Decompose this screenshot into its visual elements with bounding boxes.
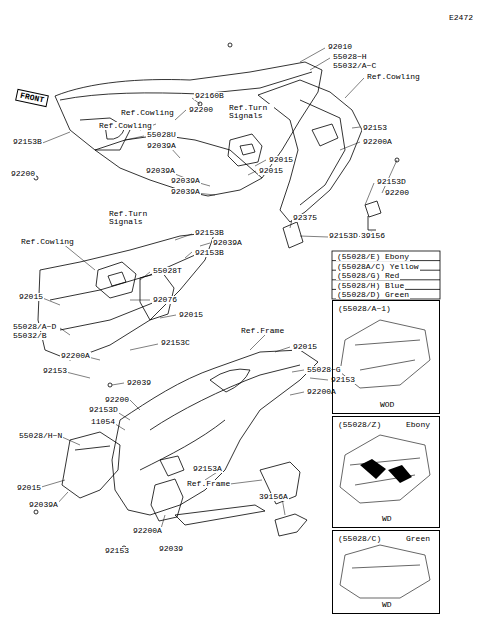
callout-number: 39156: [360, 232, 386, 240]
callout-number: 92015: [16, 484, 42, 492]
callout-number: 92153: [104, 547, 130, 555]
callout-number: 39156A: [258, 493, 289, 501]
part-code: Ebony: [405, 421, 431, 429]
callout-number: 92015: [292, 343, 318, 351]
callout-number: 92200: [10, 170, 36, 178]
callout-number: 92200: [104, 396, 130, 404]
callout-number: 92039: [158, 545, 184, 553]
part-code: (55028/C): [337, 535, 382, 543]
variant-code: WOD: [379, 401, 395, 409]
callout-number: 92076: [152, 296, 178, 304]
callout-number: 55028/A~D: [12, 323, 57, 331]
callout-number: 55032/B: [12, 332, 48, 340]
callout-number: 92010: [327, 43, 353, 51]
part-code: (55028/Z): [337, 421, 382, 429]
callout-number: E2472: [448, 14, 474, 22]
callout-number: 92015: [268, 156, 294, 164]
callout-number: 92015: [178, 311, 204, 319]
callout-number: 92153: [42, 367, 68, 375]
color-table-cell: (55028A/C) Yellow: [336, 263, 420, 271]
reference-note: Ref.Turn Signals: [108, 210, 154, 226]
reference-note: Ref.Frame: [186, 480, 231, 488]
variant-panel: (55028/Z) EbonyWD: [332, 416, 440, 528]
callout-number: 92153: [362, 124, 388, 132]
callout-number: 92039A: [28, 501, 59, 509]
reference-note: Ref.Cowling: [120, 109, 175, 117]
callout-number: 92200: [384, 189, 410, 197]
callout-number: 92039A: [170, 188, 201, 196]
callout-number: 92153D: [88, 406, 119, 414]
callout-number: 92153D: [376, 178, 407, 186]
callout-number: 55028~H: [332, 53, 368, 61]
callout-number: 92160B: [194, 92, 225, 100]
part-code: Green: [405, 535, 431, 543]
callout-number: 92153B: [194, 229, 225, 237]
callout-number: 11054: [90, 418, 116, 426]
callout-number: 92375: [292, 214, 318, 222]
reference-note: Ref.Cowling: [98, 122, 153, 130]
callout-number: 92039A: [170, 177, 201, 185]
callout-number: 55028U: [146, 131, 177, 139]
variant-panel: (55028/A~1) WOD: [332, 300, 440, 414]
callout-number: 92200: [188, 106, 214, 114]
callout-number: 92153B: [12, 138, 43, 146]
callout-number: 92200A: [362, 138, 393, 146]
callout-number: 92015: [258, 167, 284, 175]
callout-number: 92039A: [146, 142, 177, 150]
reference-note: Ref.Cowling: [366, 73, 421, 81]
variant-code: WD: [381, 601, 393, 609]
callout-number: 92039A: [212, 239, 243, 247]
callout-number: 92015: [18, 293, 44, 301]
callout-number: 92039: [126, 379, 152, 387]
callout-number: 55032/A~C: [332, 62, 377, 70]
reference-note: Ref.Turn Signals: [228, 104, 274, 120]
front-marker: FRONT: [15, 89, 49, 107]
color-table-cell: (55028/D) Green: [336, 291, 410, 299]
callout-number: 92153B: [194, 249, 225, 257]
callout-number: 92200A: [60, 352, 91, 360]
callout-number: 92039A: [145, 167, 176, 175]
part-code: (55028/A~1): [337, 305, 392, 313]
callout-number: 55028T: [152, 267, 183, 275]
callout-number: 55028~G: [306, 366, 342, 374]
color-table-cell: (55028/G) Red: [336, 272, 400, 280]
callout-number: 92153: [330, 376, 356, 384]
color-table-cell: (55028/E) Ebony: [336, 253, 410, 261]
callout-number: 92153D: [328, 232, 359, 240]
reference-note: Ref.Frame: [240, 327, 285, 335]
variant-code: WD: [381, 515, 393, 523]
variant-panel: (55028/C) GreenWD: [332, 530, 440, 614]
callout-number: 92200A: [132, 527, 163, 535]
callout-number: 55028/H~N: [18, 432, 63, 440]
callout-number: 92153C: [160, 339, 191, 347]
color-table-cell: (55028/H) Blue: [336, 282, 405, 290]
reference-note: Ref.Cowling: [20, 238, 75, 246]
callout-number: 92153A: [192, 465, 223, 473]
